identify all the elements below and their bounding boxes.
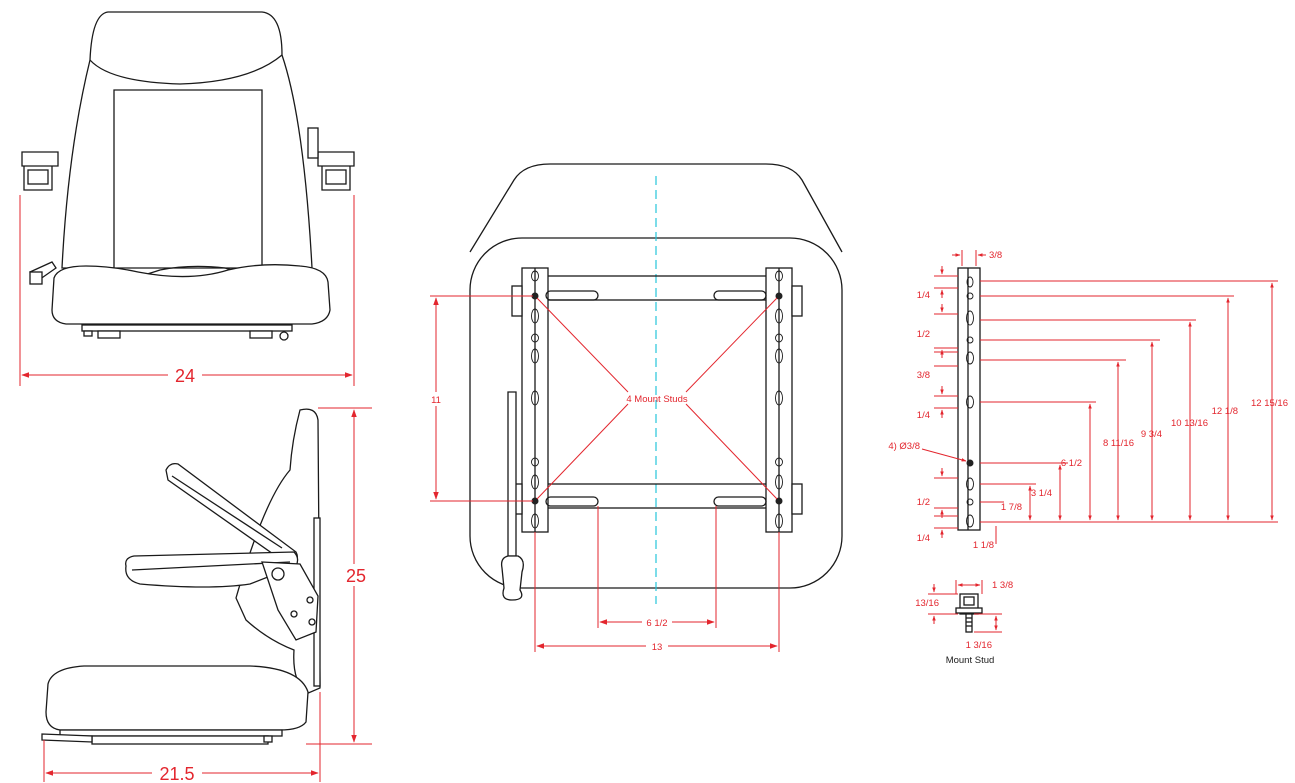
side-height-label: 25 bbox=[346, 566, 366, 586]
bottom-view: 4 Mount Studs 11 6 1/2 13 bbox=[428, 163, 843, 653]
detail-hole-note: 4) Ø3/8 bbox=[888, 441, 920, 452]
side-armrest-lowered bbox=[125, 551, 299, 588]
mount-stud-top-right bbox=[775, 292, 783, 300]
bottom-outer-width-label: 13 bbox=[652, 642, 663, 653]
bottom-backrest-outline bbox=[469, 163, 843, 253]
detail-spacing-label-5: 1/2 bbox=[917, 497, 930, 508]
stud-detail: 1 3/8 13/16 1 3/16 Mount Stud bbox=[915, 580, 1013, 666]
stud-height-label: 13/16 bbox=[915, 598, 939, 609]
detail-spacing-label-4: 1/4 bbox=[917, 410, 930, 421]
detail-height-label-5: 9 3/4 bbox=[1141, 429, 1162, 440]
stud-thread bbox=[965, 613, 973, 633]
stud-caption: Mount Stud bbox=[946, 655, 995, 666]
mount-studs-callout: 4 Mount Studs bbox=[626, 394, 688, 405]
detail-spacing-label-3: 3/8 bbox=[917, 370, 930, 381]
rail-detail: 3/8 1 7/8 3 1/4 6 1/2 8 11/1 bbox=[888, 250, 1288, 551]
detail-height-label-4: 8 11/16 bbox=[1103, 438, 1134, 449]
front-view: 24 bbox=[19, 11, 355, 386]
detail-height-label-8: 12 15/16 bbox=[1251, 398, 1288, 409]
stud-thread-label: 1 3/16 bbox=[966, 640, 992, 651]
detail-spacing-label-2: 1/2 bbox=[917, 329, 930, 340]
rail-hole-pattern bbox=[531, 270, 783, 529]
front-width-label: 24 bbox=[175, 366, 195, 386]
detail-spacing-ticks bbox=[934, 266, 958, 538]
detail-height-label-3: 6 1/2 bbox=[1061, 458, 1082, 469]
side-seat-cushion bbox=[45, 665, 309, 731]
bottom-inner-width-label: 6 1/2 bbox=[646, 618, 667, 629]
side-depth-label: 21.5 bbox=[159, 764, 194, 783]
front-backrest-outline bbox=[61, 11, 313, 269]
detail-height-label-7: 12 1/8 bbox=[1212, 406, 1238, 417]
detail-rail bbox=[957, 267, 981, 531]
mount-stud-top-left bbox=[531, 292, 539, 300]
detail-top-width-label: 3/8 bbox=[989, 250, 1002, 261]
bottom-adjust-lever bbox=[507, 391, 517, 557]
front-backrest-panel bbox=[113, 89, 263, 281]
front-seat-cushion bbox=[51, 264, 331, 325]
mount-stud-bottom-right bbox=[775, 497, 783, 505]
detail-height-label-2: 3 1/4 bbox=[1031, 488, 1052, 499]
stud-width-label: 1 3/8 bbox=[992, 580, 1013, 591]
front-left-armrest bbox=[21, 151, 59, 191]
mount-stud-bottom-left bbox=[531, 497, 539, 505]
detail-height-label-6: 10 13/16 bbox=[1171, 418, 1208, 429]
side-view: 25 21.5 bbox=[41, 407, 372, 783]
detail-height-label-1: 1 7/8 bbox=[1001, 502, 1022, 513]
detail-bottom-offset-label: 1 1/8 bbox=[973, 540, 994, 551]
side-armrest-bracket bbox=[261, 561, 319, 641]
detail-height-extension-lines bbox=[980, 280, 1278, 523]
bottom-vertical-label: 11 bbox=[431, 395, 441, 406]
detail-mount-hole bbox=[966, 459, 974, 467]
front-right-armrest bbox=[317, 151, 355, 191]
detail-spacing-label-1: 1/4 bbox=[917, 290, 930, 301]
detail-height-dimensions bbox=[1028, 282, 1274, 521]
detail-spacing-label-6: 1/4 bbox=[917, 533, 930, 544]
